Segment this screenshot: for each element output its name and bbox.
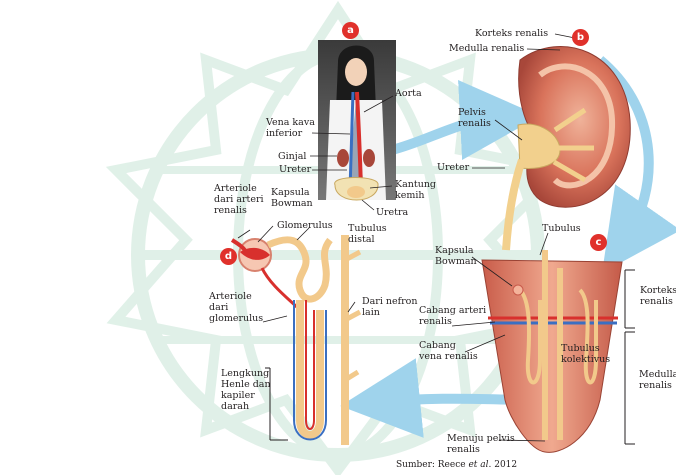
label-line: renalis [639, 380, 676, 391]
label-line: Arteriole [214, 183, 264, 194]
label-line: Tubulus [348, 223, 387, 234]
label-line: Vena kava [266, 117, 315, 128]
label-line: Bowman [271, 198, 313, 209]
source-credit: Sumber: Reece et al. 2012 [396, 460, 517, 470]
label-line: Uretra [376, 207, 408, 218]
label-line: renalis [419, 316, 486, 327]
label-line: glomerulus [209, 313, 263, 324]
label-line: Tubulus [542, 223, 581, 234]
label-line: Ginjal [278, 151, 306, 162]
label-line: Menuju pelvis [447, 433, 515, 444]
label-line: Cabang [419, 340, 478, 351]
panel-b-kidney [506, 47, 630, 251]
label-line: Tubulus [561, 343, 610, 354]
label-line: Henle dan [221, 379, 271, 390]
label-korteks-renalis-b: Korteks renalis [475, 28, 548, 39]
label-line: Bowman [435, 256, 477, 267]
label-line: Pelvis [458, 107, 491, 118]
label-line: kolektivus [561, 354, 610, 365]
label-line: Glomerulus [277, 220, 333, 231]
label-line: inferior [266, 128, 315, 139]
label-line: renalis [447, 444, 515, 455]
label-line: Ureter [279, 164, 311, 175]
label-line: Kantung [395, 179, 436, 190]
label-line: renalis [458, 118, 491, 129]
label-line: renalis [214, 205, 264, 216]
label-line: Korteks renalis [475, 28, 548, 39]
credit-prefix: Sumber: Reece [396, 460, 468, 470]
label-line: kemih [395, 190, 436, 201]
label-ureter-a: Ureter [279, 164, 311, 175]
credit-italic: et al [468, 460, 488, 470]
panel-c-nephron-wedge [482, 250, 635, 452]
label-line: Aorta [395, 88, 422, 99]
panel-c-badge: c [590, 234, 607, 251]
label-line: Kapsula [435, 245, 477, 256]
label-line: Kapsula [271, 187, 313, 198]
label-uretra: Uretra [376, 207, 408, 218]
label-medulla-renalis-b: Medulla renalis [449, 43, 524, 54]
label-line: lain [362, 307, 418, 318]
label-line: Lengkung [221, 368, 271, 379]
label-ginjal: Ginjal [278, 151, 306, 162]
label-line: dari [209, 302, 263, 313]
label-line: Arteriole [209, 291, 263, 302]
label-line: Korteks [640, 285, 676, 296]
credit-suffix: . 2012 [489, 460, 518, 470]
label-line: vena renalis [419, 351, 478, 362]
label-line: kapiler [221, 390, 271, 401]
panel-b-badge: b [572, 29, 589, 46]
label-line: Medulla [639, 369, 676, 380]
label-line: renalis [640, 296, 676, 307]
label-line: dari arteri [214, 194, 264, 205]
panel-a-badge: a [342, 22, 359, 39]
label-aorta: Aorta [395, 88, 422, 99]
label-line: distal [348, 234, 387, 245]
label-tubulus-c: Tubulus [542, 223, 581, 234]
label-line: darah [221, 401, 271, 412]
label-glomerulus: Glomerulus [277, 220, 333, 231]
panel-a-photo [318, 40, 396, 200]
label-line: Medulla renalis [449, 43, 524, 54]
label-line: Ureter [437, 162, 469, 173]
label-line: Dari nefron [362, 296, 418, 307]
label-line: Cabang arteri [419, 305, 486, 316]
panel-d-badge: d [220, 248, 237, 265]
label-ureter-b: Ureter [437, 162, 469, 173]
